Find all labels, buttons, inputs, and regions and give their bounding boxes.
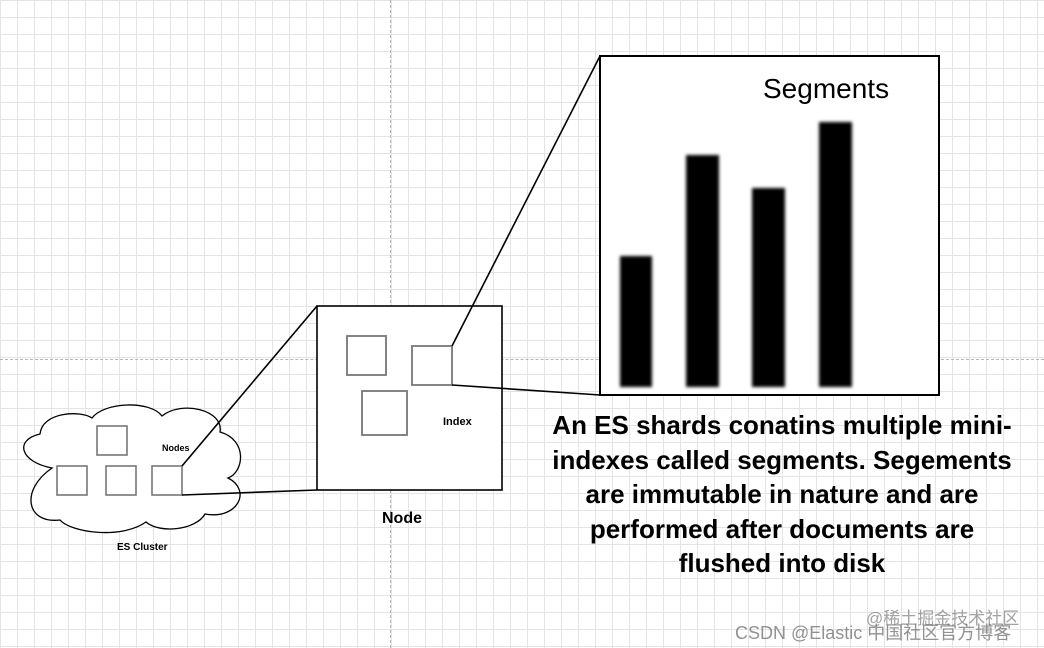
node-label: Node	[382, 510, 422, 527]
segment-bar	[620, 256, 652, 387]
shard-box	[346, 335, 387, 376]
caption-text: An ES shards conatins multiple mini-inde…	[552, 410, 1012, 578]
index-label: Index	[443, 416, 472, 428]
cluster-node-box	[96, 425, 128, 456]
nodes-label: Nodes	[162, 443, 190, 453]
shard-box-highlighted	[411, 345, 453, 386]
zoom-line	[451, 55, 601, 347]
cluster-node-box	[105, 465, 137, 496]
es-cluster-label: ES Cluster	[117, 542, 168, 553]
segment-bar	[686, 155, 719, 387]
zoom-line	[181, 489, 318, 496]
zoom-line	[451, 384, 601, 396]
shard-box	[361, 390, 408, 436]
horizontal-guide-line	[0, 359, 1044, 360]
node-panel	[316, 305, 503, 491]
segment-bar	[752, 188, 785, 387]
cluster-node-box	[56, 465, 88, 496]
segment-bar	[819, 122, 852, 387]
cluster-node-box-highlighted	[151, 465, 183, 496]
watermark-juejin: @稀土掘金技术社区	[866, 609, 1020, 628]
watermark-csdn: CSDN @Elastic 中国社区官方博客	[735, 623, 1012, 643]
zoom-line	[181, 305, 318, 467]
segments-title: Segments	[763, 73, 890, 104]
